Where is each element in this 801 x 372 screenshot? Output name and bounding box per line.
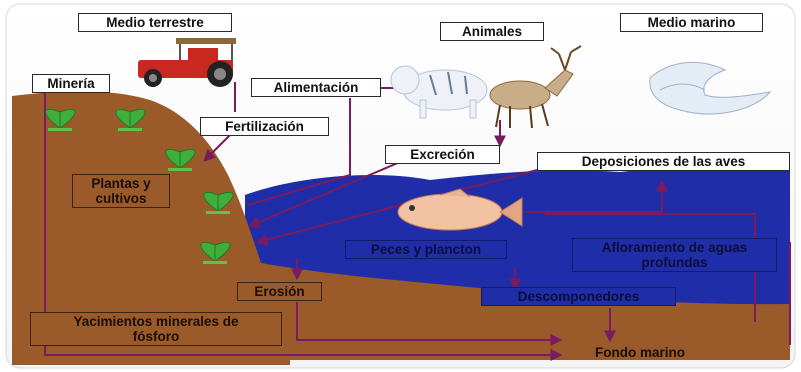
label-mineria: Minería	[32, 74, 110, 93]
label-animales: Animales	[440, 22, 544, 41]
label-descomponedores: Descomponedores	[481, 287, 676, 306]
label-excrecion: Excreción	[385, 145, 500, 164]
label-deposiciones: Deposiciones de las aves	[537, 152, 790, 171]
label-plantas-cultivos: Plantas y cultivos	[72, 174, 170, 208]
label-medio-marino: Medio marino	[620, 13, 763, 32]
label-alimentacion: Alimentación	[251, 78, 381, 97]
label-yacimientos: Yacimientos minerales de fósforo	[30, 312, 282, 346]
label-peces-plancton: Peces y plancton	[345, 240, 507, 259]
label-erosion: Erosión	[237, 282, 322, 301]
label-medio-terrestre: Medio terrestre	[78, 13, 232, 32]
label-fertilizacion: Fertilización	[200, 117, 329, 136]
label-fondo-marino: Fondo marino	[565, 344, 715, 361]
label-afloramiento: Afloramiento de aguas profundas	[572, 238, 777, 272]
